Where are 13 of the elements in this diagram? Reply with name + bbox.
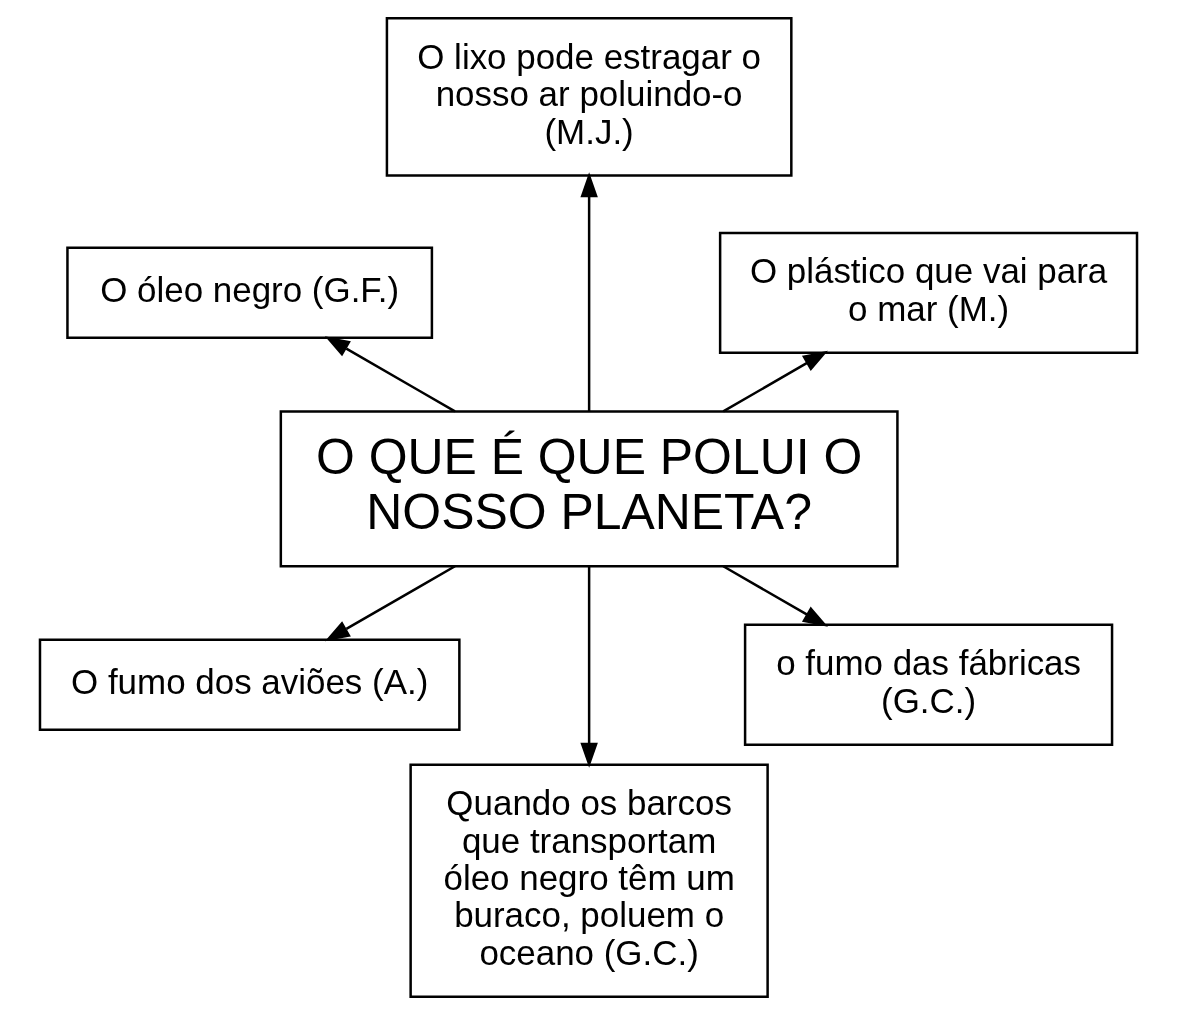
arrow: [722, 350, 828, 413]
node-box: O lixo pode estragar o nosso ar poluindo-o (M.J.): [385, 16, 793, 177]
arrow: [324, 336, 456, 413]
arrow: [324, 565, 456, 642]
node-box: Quando os barcos que transportam óleo negro têm um buraco, poluem o oceano (G.C.): [409, 763, 769, 999]
arrow: [722, 565, 828, 627]
node-box: O fumo dos aviões (A.): [38, 638, 461, 731]
node-box: o fumo das fábricas (G.C.): [743, 623, 1114, 746]
arrow: [580, 172, 598, 412]
node-box: O óleo negro (G.F.): [66, 246, 434, 339]
node-box: O QUE É QUE POLUI O NOSSO PLANETA?: [279, 410, 899, 568]
node-box: O plástico que vai para o mar (M.): [718, 231, 1139, 354]
arrow: [580, 566, 598, 768]
